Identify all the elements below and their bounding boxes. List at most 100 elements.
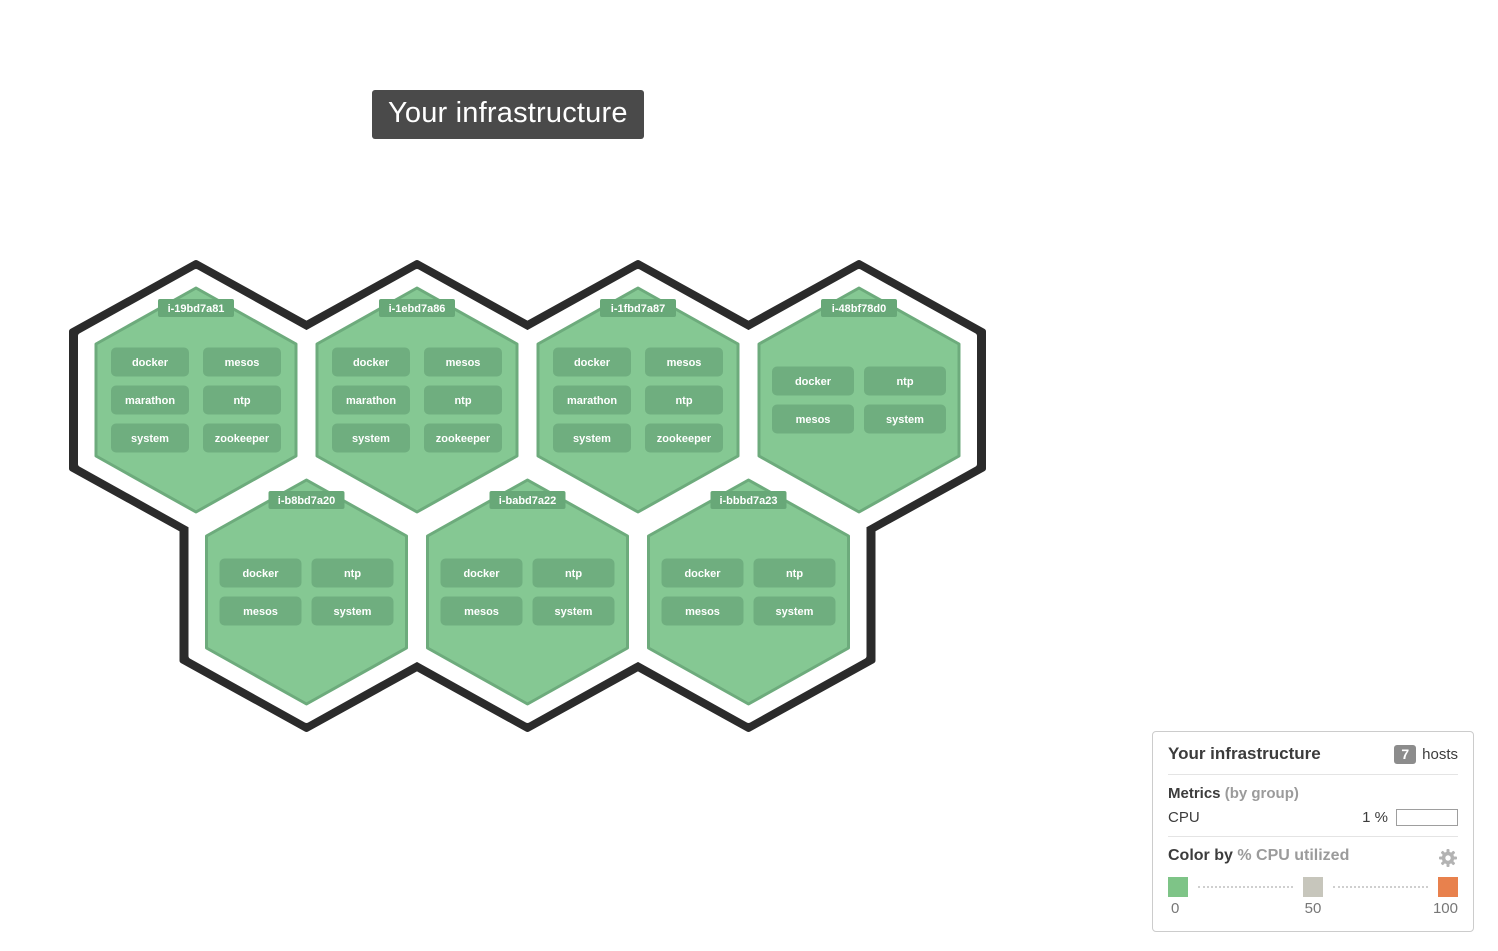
tag-chip-mesos [661,596,744,626]
scale-label-min: 0 [1171,900,1180,917]
tag-label-system: system [334,606,372,618]
tag-label-zookeeper: zookeeper [215,433,270,445]
tag-chip-ntp [532,558,615,588]
tag-label-system: system [131,433,169,445]
color-by-metric[interactable]: % CPU utilized [1237,847,1350,864]
host-hex-shape[interactable] [426,478,629,706]
panel-divider [1168,774,1458,775]
host-id-badge [489,491,566,509]
tag-label-ntp: ntp [786,568,803,580]
tag-chip-docker [661,558,744,588]
tag-label-ntp: ntp [675,395,692,407]
tag-label-marathon: marathon [346,395,396,407]
host-hexagon-i-b8bd7a20[interactable]: docker ntp mesos system i-b8bd7a20 [205,478,408,706]
host-id-badge [710,491,787,509]
tag-label-ntp: ntp [344,568,361,580]
tag-label-ntp: ntp [896,376,913,388]
tag-chip-ntp [203,385,281,415]
tag-chip-system [864,404,946,434]
host-id-label: i-48bf78d0 [832,303,886,315]
tag-chip-ntp [424,385,502,415]
tag-chip-docker [553,347,631,377]
tag-chip-system [553,423,631,453]
host-hex-shape[interactable] [757,286,961,514]
tag-chip-marathon [332,385,410,415]
color-by-label: Color by [1168,847,1233,864]
host-id-label: i-bbbd7a23 [719,495,777,507]
host-count-label: hosts [1422,745,1458,763]
tag-label-system: system [573,433,611,445]
tag-chip-ntp [753,558,836,588]
tag-label-mesos: mesos [796,414,831,426]
metrics-heading: Metrics [1168,785,1221,802]
tag-label-mesos: mesos [667,357,702,369]
tag-chip-zookeeper [203,423,281,453]
tag-chip-marathon [111,385,189,415]
scale-swatch-min [1168,877,1188,897]
tag-label-system: system [886,414,924,426]
tag-chip-ntp [864,366,946,396]
tag-label-docker: docker [132,357,169,369]
host-id-label: i-b8bd7a20 [278,495,335,507]
metric-row-cpu[interactable]: CPU 1 % [1168,809,1458,826]
metric-value: 1 % [1362,809,1388,826]
tag-label-zookeeper: zookeeper [657,433,712,445]
tag-label-system: system [352,433,390,445]
host-hex-shape[interactable] [205,478,408,706]
tag-label-marathon: marathon [567,395,617,407]
scale-label-max: 100 [1432,900,1458,917]
tag-label-system: system [555,606,593,618]
tag-label-docker: docker [242,568,279,580]
host-id-badge [268,491,345,509]
tag-chip-docker [219,558,302,588]
tag-chip-zookeeper [645,423,723,453]
tag-chip-docker [111,347,189,377]
host-hex-shape[interactable] [315,286,519,514]
tag-chip-mesos [424,347,502,377]
tag-chip-docker [772,366,854,396]
tag-chip-mesos [772,404,854,434]
tag-label-marathon: marathon [125,395,175,407]
tag-label-ntp: ntp [454,395,471,407]
tag-label-ntp: ntp [565,568,582,580]
panel-divider [1168,836,1458,837]
tag-label-mesos: mesos [243,606,278,618]
host-id-badge [600,299,676,317]
scale-dots [1198,886,1293,888]
host-id-badge [821,299,897,317]
host-id-badge [379,299,455,317]
host-count-badge: 7 [1394,744,1417,764]
tag-label-docker: docker [684,568,721,580]
tag-chip-mesos [203,347,281,377]
tag-chip-docker [332,347,410,377]
host-hex-shape[interactable] [536,286,740,514]
scale-label-mid: 50 [1304,900,1322,917]
color-scale [1168,877,1458,897]
host-id-label: i-1ebd7a86 [389,303,446,315]
tag-chip-ntp [311,558,394,588]
host-id-label: i-19bd7a81 [168,303,225,315]
scale-dots [1333,886,1428,888]
host-id-label: i-babd7a22 [499,495,556,507]
tag-chip-system [532,596,615,626]
gear-icon[interactable] [1438,848,1458,868]
host-id-label: i-1fbd7a87 [611,303,665,315]
tag-chip-system [332,423,410,453]
tag-chip-system [753,596,836,626]
tag-label-mesos: mesos [446,357,481,369]
host-hex-shape[interactable] [94,286,298,514]
tag-label-docker: docker [353,357,390,369]
scale-swatch-mid [1303,877,1323,897]
host-hex-shape[interactable] [647,478,850,706]
infrastructure-panel: Your infrastructure 7 hosts Metrics (by … [1152,731,1474,932]
page-title: Your infrastructure [372,90,644,139]
tag-chip-system [111,423,189,453]
tag-chip-docker [440,558,523,588]
